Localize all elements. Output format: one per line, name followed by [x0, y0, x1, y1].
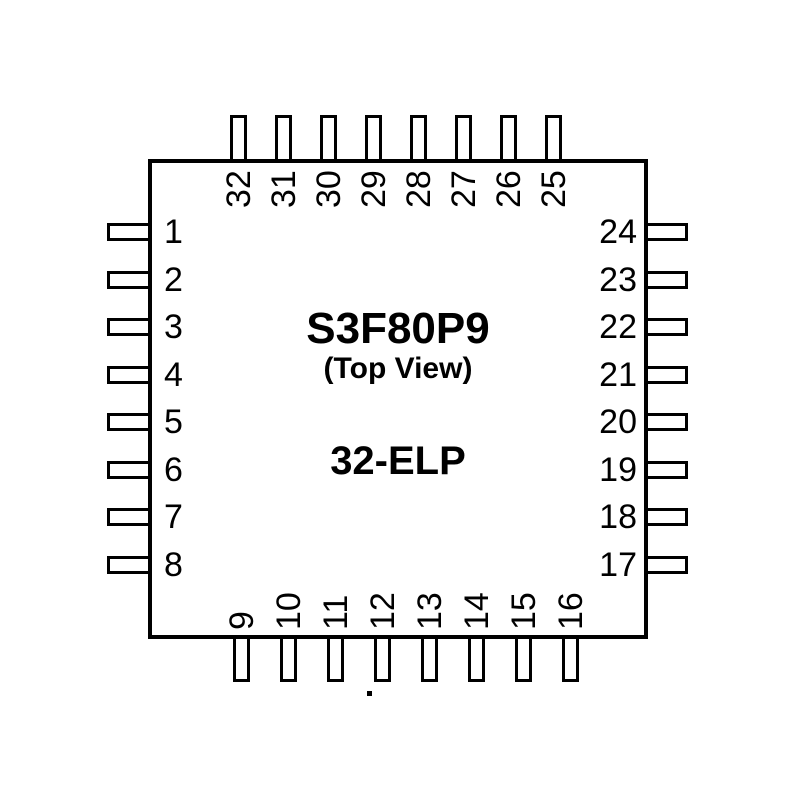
pin-29-label: 29: [355, 170, 393, 208]
pin-5: [107, 413, 151, 431]
pin-2-label: 2: [164, 261, 183, 299]
pin-7-label: 7: [164, 498, 183, 536]
pin-25: [545, 115, 562, 162]
pin-23-label: 23: [599, 261, 637, 299]
pin-13: [421, 636, 438, 682]
pin-8-label: 8: [164, 546, 183, 584]
pin-3-label: 3: [164, 308, 183, 346]
pin-4: [107, 366, 151, 384]
pin-20-label: 20: [599, 403, 637, 441]
pin-14-label: 14: [458, 592, 496, 630]
artifact-dot: [367, 691, 372, 696]
pin-2: [107, 271, 151, 289]
pin-18: [645, 508, 688, 526]
pin-17-label: 17: [599, 546, 637, 584]
pin-18-label: 18: [599, 498, 637, 536]
pin-15: [515, 636, 532, 682]
pin-1: [107, 223, 151, 241]
pin-11: [327, 636, 344, 682]
pin-16-label: 16: [552, 592, 590, 630]
pin-28-label: 28: [400, 170, 438, 208]
pin-4-label: 4: [164, 356, 183, 394]
pin-28: [410, 115, 427, 162]
pin-12-label: 12: [364, 592, 402, 630]
pin-19: [645, 461, 688, 479]
pin-3: [107, 318, 151, 336]
pin-23: [645, 271, 688, 289]
pin-10: [280, 636, 297, 682]
pin-9: [233, 636, 250, 682]
pin-29: [365, 115, 382, 162]
pin-16: [562, 636, 579, 682]
pin-15-label: 15: [505, 592, 543, 630]
package-label: 32-ELP: [330, 439, 466, 483]
pin-27-label: 27: [445, 170, 483, 208]
pin-21-label: 21: [599, 356, 637, 394]
pin-21: [645, 366, 688, 384]
chip-subtitle: (Top View): [323, 352, 473, 385]
pin-31: [275, 115, 292, 162]
pin-9-label: 9: [223, 611, 261, 630]
pin-22-label: 22: [599, 308, 637, 346]
pin-24-label: 24: [599, 213, 637, 251]
pin-32-label: 32: [220, 170, 258, 208]
pin-7: [107, 508, 151, 526]
pin-10-label: 10: [270, 592, 308, 630]
pin-6: [107, 461, 151, 479]
pin-26: [500, 115, 517, 162]
pin-6-label: 6: [164, 451, 183, 489]
pin-25-label: 25: [535, 170, 573, 208]
pin-12: [374, 636, 391, 682]
pin-27: [455, 115, 472, 162]
pin-32: [230, 115, 247, 162]
pin-26-label: 26: [490, 170, 528, 208]
pin-13-label: 13: [411, 592, 449, 630]
pin-17: [645, 556, 688, 574]
pin-19-label: 19: [599, 451, 637, 489]
pin-30-label: 30: [310, 170, 348, 208]
pin-31-label: 31: [265, 170, 303, 208]
pin-11-label: 11: [317, 594, 355, 630]
pin-20: [645, 413, 688, 431]
pin-24: [645, 223, 688, 241]
pin-22: [645, 318, 688, 336]
chip-title: S3F80P9: [306, 304, 490, 353]
pin-8: [107, 556, 151, 574]
pin-30: [320, 115, 337, 162]
pin-1-label: 1: [164, 213, 183, 251]
pin-5-label: 5: [164, 403, 183, 441]
chip-body: [148, 159, 648, 639]
pin-14: [468, 636, 485, 682]
